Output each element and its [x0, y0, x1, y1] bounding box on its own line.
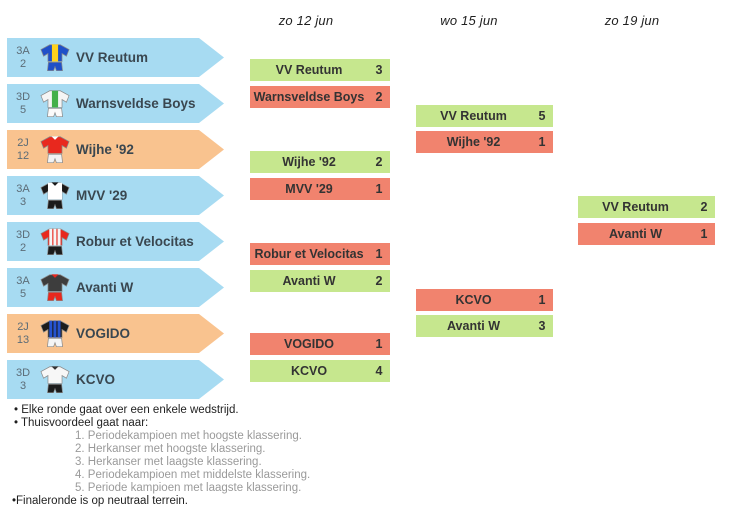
result-score: 1	[538, 293, 546, 307]
result-box: VV Reutum 5	[416, 105, 553, 127]
result-box: Wijhe '92 2	[250, 151, 390, 173]
team-name: Wijhe '92	[76, 142, 134, 157]
result-score: 4	[375, 364, 383, 378]
result-team: Wijhe '92	[282, 155, 336, 169]
result-box: VOGIDO 1	[250, 333, 390, 355]
result-team: KCVO	[455, 293, 492, 307]
result-score: 3	[538, 319, 546, 333]
result-team: KCVO	[290, 364, 328, 378]
result-score: 1	[375, 182, 383, 196]
result-box: Warnsveldse Boys 2	[250, 86, 390, 108]
team-kit-icon	[40, 88, 70, 119]
note-line: 5. Periode kampioen met laagste klasseri…	[75, 482, 302, 494]
team-name: Robur et Velocitas	[76, 234, 194, 249]
team-name: Avanti W	[76, 280, 134, 295]
result-score: 3	[375, 63, 383, 77]
result-box: VV Reutum 3	[250, 59, 390, 81]
note-line: • Thuisvoordeel gaat naar:	[14, 417, 149, 429]
team-name: MVV '29	[76, 188, 128, 203]
result-score: 1	[375, 247, 383, 261]
result-team: VOGIDO	[283, 337, 334, 351]
result-team: Avanti W	[608, 227, 662, 241]
result-box: Avanti W 1	[578, 223, 715, 245]
result-team: MVV '29	[285, 182, 333, 196]
round-header-2: wo 15 jun	[440, 13, 498, 28]
team-name: Warnsveldse Boys	[76, 96, 196, 111]
team-kit-icon	[40, 364, 70, 395]
team-kit-icon	[40, 226, 70, 257]
result-box: KCVO 4	[250, 360, 390, 382]
note-line: 1. Periodekampioen met hoogste klasserin…	[75, 430, 302, 442]
note-line: 3. Herkanser met laagste klassering.	[75, 456, 262, 468]
note-line: 4. Periodekampioen met middelste klasser…	[75, 469, 311, 481]
result-score: 5	[538, 109, 546, 123]
result-score: 1	[375, 337, 383, 351]
result-team: VV Reutum	[602, 200, 669, 214]
result-team: Avanti W	[282, 274, 336, 288]
result-team: Avanti W	[446, 319, 500, 333]
team-kit-icon	[40, 180, 70, 211]
result-score: 2	[375, 274, 383, 288]
note-line: •Finaleronde is op neutraal terrein.	[12, 495, 188, 507]
team-name: VV Reutum	[76, 50, 149, 65]
result-score: 2	[375, 155, 383, 169]
result-box: MVV '29 1	[250, 178, 390, 200]
team-name: KCVO	[76, 372, 116, 387]
result-box: KCVO 1	[416, 289, 553, 311]
result-box: Avanti W 2	[250, 270, 390, 292]
team-kit-icon	[40, 42, 70, 73]
result-box: VV Reutum 2	[578, 196, 715, 218]
team-kit-icon	[40, 318, 70, 349]
team-kit-icon	[40, 134, 70, 165]
result-box: Robur et Velocitas 1	[250, 243, 390, 265]
result-team: VV Reutum	[275, 63, 343, 77]
note-line: • Elke ronde gaat over een enkele wedstr…	[14, 404, 239, 416]
result-box: Avanti W 3	[416, 315, 553, 337]
note-line: 2. Herkanser met hoogste klassering.	[75, 443, 266, 455]
round-header-3: zo 19 jun	[604, 13, 660, 28]
result-team: Robur et Velocitas	[254, 247, 364, 261]
team-kit-icon	[40, 272, 70, 303]
result-team: VV Reutum	[440, 109, 507, 123]
result-score: 1	[538, 135, 546, 149]
result-team: Warnsveldse Boys	[253, 90, 365, 104]
team-name: VOGIDO	[76, 326, 131, 341]
result-score: 1	[700, 227, 708, 241]
round-header-1: zo 12 jun	[278, 13, 334, 28]
result-box: Wijhe '92 1	[416, 131, 553, 153]
bracket-notes: • Elke ronde gaat over een enkele wedstr…	[12, 404, 310, 508]
result-score: 2	[375, 90, 383, 104]
result-score: 2	[700, 200, 708, 214]
result-team: Wijhe '92	[446, 135, 501, 149]
